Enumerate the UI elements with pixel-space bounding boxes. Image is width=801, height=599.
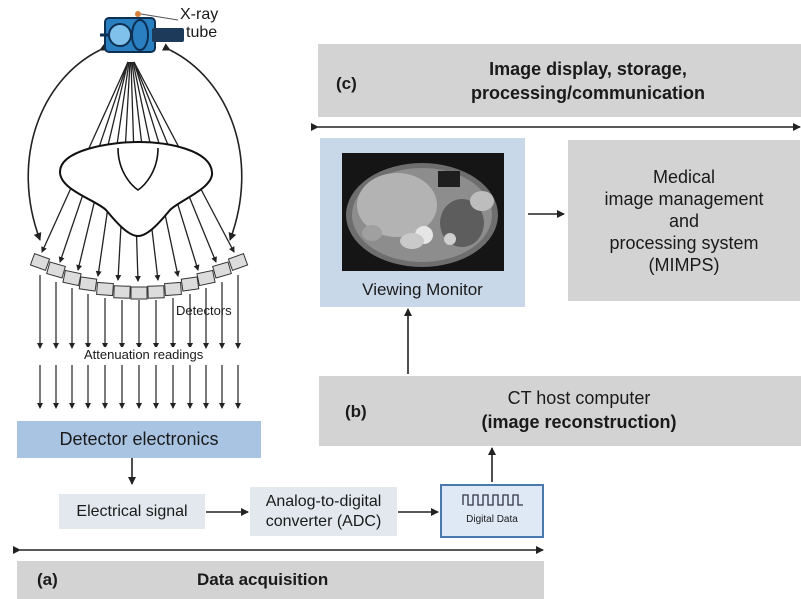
ct-slice-icon [346,163,498,267]
section-b-title: CT host computer (image reconstruction) [409,386,749,434]
viewing-monitor-label: Viewing Monitor [362,280,483,299]
mimps-line5: (MIMPS) [648,254,720,275]
mimps-box: Medical image management and processing … [568,140,800,301]
section-b-letter: (b) [345,402,367,421]
digital-data-label: Digital Data [466,514,518,525]
xray-label-line1: X-ray [180,6,219,23]
ct-image [342,153,504,271]
mimps-line3: and [668,210,700,231]
section-c-line2: processing/communication [470,83,706,103]
section-a-letter: (a) [37,570,58,589]
attenuation-arrows [37,275,241,409]
section-b-line2: (image reconstruction) [481,412,677,432]
detectors-label: Detectors [176,303,232,318]
adc-box: Analog-to-digital converter (ADC) [250,487,397,536]
electrical-signal-label: Electrical signal [76,502,188,520]
viewing-monitor-box: Viewing Monitor [320,138,525,307]
section-c-line1: Image display, storage, [489,59,687,79]
mimps-line4: processing system [609,232,759,253]
rotation-arc-right [161,43,243,241]
section-b-box: (b) CT host computer (image reconstructi… [319,376,801,446]
xray-label-line2: tube [186,24,218,41]
xray-tube-icon [100,11,184,53]
mimps-line2: image management [604,188,764,209]
section-c-letter: (c) [336,74,357,93]
xray-tube-label: X-ray tube [180,6,218,42]
electrical-signal-box: Electrical signal [59,494,205,529]
section-c-bar: (c) Image display, storage, processing/c… [318,44,801,117]
detector-array [29,252,249,300]
section-a-title: Data acquisition [197,570,329,589]
digital-signal-icon [462,494,523,506]
adc-line1: Analog-to-digital [265,492,382,510]
section-a-bar: (a) Data acquisition [17,561,544,599]
attenuation-readings-label: Attenuation readings [82,347,206,362]
adc-line2: converter (ADC) [265,512,382,530]
mimps-line1: Medical [652,166,716,187]
section-b-line1: CT host computer [507,388,651,408]
detector-electronics-box: Detector electronics [17,421,261,458]
detector-electronics-label: Detector electronics [59,429,219,449]
digital-data-box: Digital Data [440,484,544,538]
rotation-arc-left [27,43,109,241]
section-c-title: Image display, storage, processing/commu… [388,57,788,105]
